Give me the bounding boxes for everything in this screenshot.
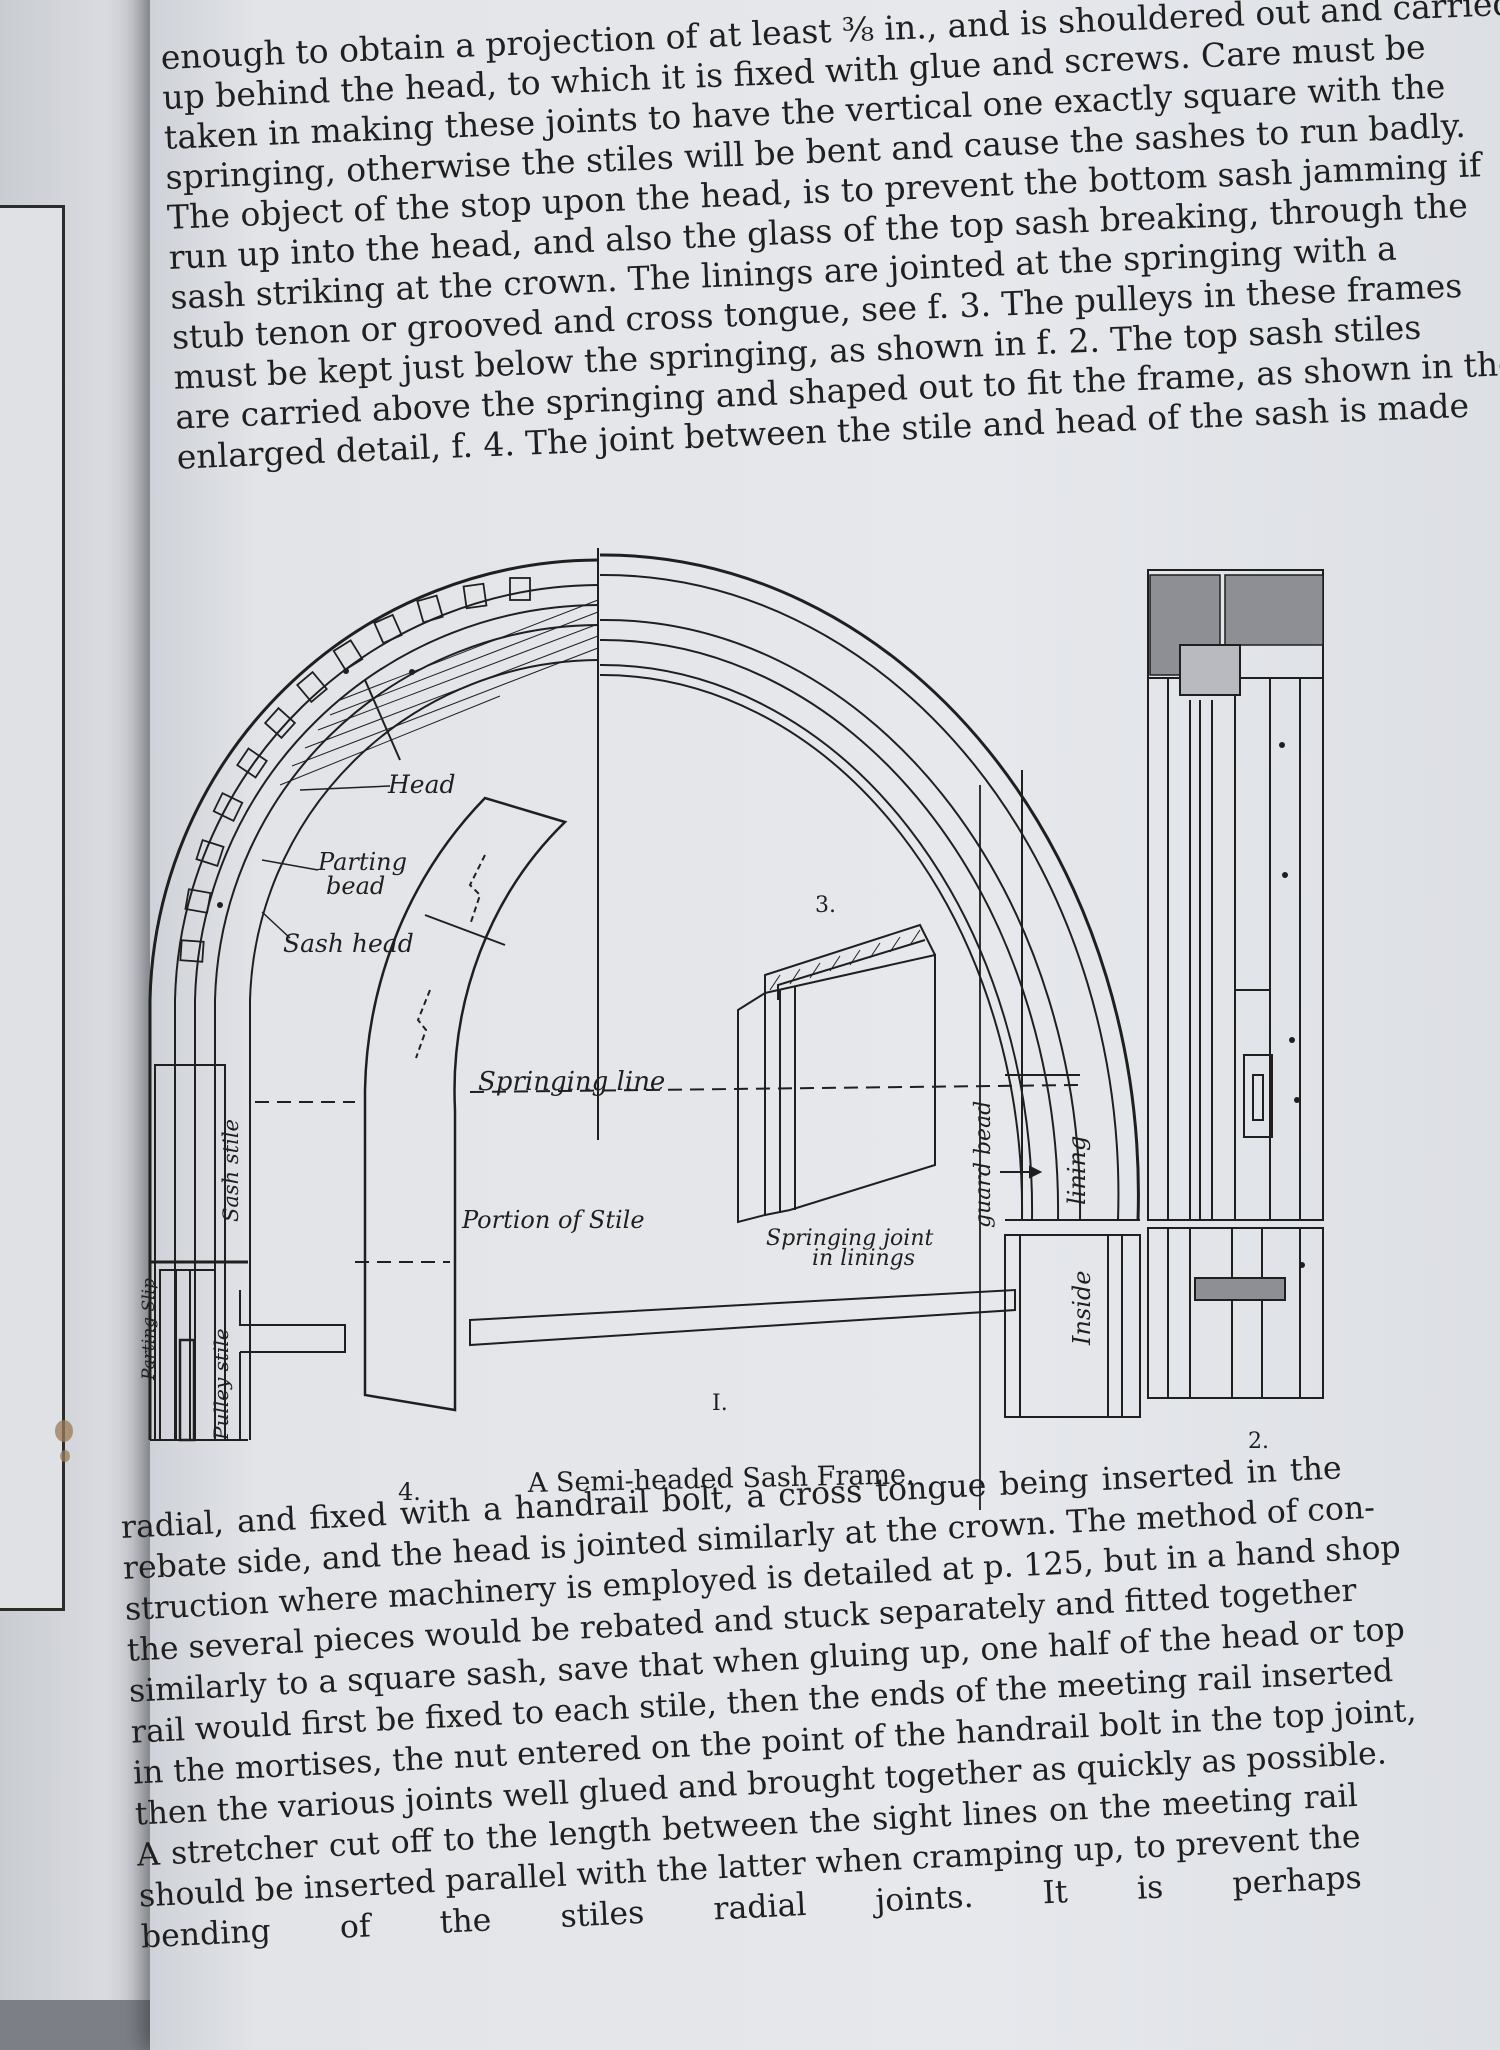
fig2-number: 2. [1248, 1429, 1269, 1454]
fig3-springing-joint [737, 923, 936, 1224]
stain [60, 1450, 70, 1462]
label-inside: Inside [1068, 1271, 1096, 1347]
label-sash-stile: Sash stile [219, 1119, 243, 1222]
fig1-arch [469, 553, 1141, 1510]
label-portion-of-stile: Portion of Stile [461, 1206, 645, 1234]
label-lining: lining [1063, 1136, 1091, 1205]
label-sash-head: Sash head [283, 929, 414, 958]
label-guard-bead: guard bead [971, 1101, 996, 1228]
fig1-number: I. [712, 1391, 728, 1416]
label-springing-joint: in linings [812, 1246, 915, 1271]
book-page: 205 [150, 0, 1500, 2050]
bottom-paragraph: radial, and fixed with a handrail bolt, … [120, 1448, 1417, 1958]
fig3-number: 3. [815, 893, 836, 918]
sash-frame-figure: Head Parting bead Sash head Springing li… [139, 548, 1324, 1510]
label-springing-line: Springing line [478, 1067, 665, 1097]
left-page-frame [0, 205, 65, 1611]
label-parting-bead: Parting [317, 848, 407, 876]
hatching [769, 929, 921, 991]
label-parting-bead: bead [326, 872, 385, 900]
label-head: Head [387, 770, 456, 799]
fig4-arch [148, 548, 599, 1442]
label-parting-slip: Parting Slip [139, 1278, 159, 1381]
stain [55, 1420, 73, 1442]
fig2-section [217, 569, 1324, 1399]
label-pulley-stile: Pulley stile [209, 1328, 233, 1441]
label-springing-joint: Springing joint [766, 1226, 934, 1251]
hatching [279, 599, 599, 786]
fig4-number: 4. [398, 1478, 421, 1506]
left-page [0, 0, 175, 2000]
portion-of-stile [363, 796, 568, 1412]
